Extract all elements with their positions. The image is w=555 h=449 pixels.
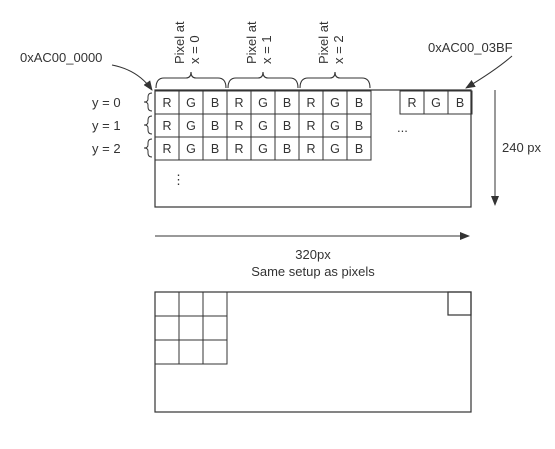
channel-label: B — [211, 96, 219, 110]
pixel-brace — [155, 71, 227, 89]
last-rgb-cell — [447, 90, 473, 115]
channel-label: G — [330, 142, 340, 156]
pixel-label-line2: x = 1 — [259, 35, 274, 64]
pixel-label-line1: Pixel at — [244, 21, 259, 64]
channel-label: R — [234, 142, 243, 156]
channel-label: G — [431, 96, 441, 110]
start-address-arrow — [111, 64, 153, 91]
pixel-label: Pixel atx = 0 — [172, 21, 202, 64]
channel-label: R — [407, 96, 416, 110]
height-label: 240 px — [502, 140, 542, 155]
channel-label: B — [211, 119, 219, 133]
pixel-cell — [202, 315, 228, 341]
rgb-cell — [346, 136, 372, 161]
channel-label: R — [306, 96, 315, 110]
pixel-label: Pixel atx = 2 — [316, 21, 346, 64]
row-braces — [143, 92, 153, 158]
row-label: y = 1 — [92, 118, 121, 133]
pixel-cell — [202, 291, 228, 317]
row-label: y = 0 — [92, 95, 121, 110]
pixel-label-line2: x = 0 — [187, 35, 202, 64]
row-brace — [143, 115, 153, 135]
channel-label: G — [330, 119, 340, 133]
channel-label: G — [330, 96, 340, 110]
channel-label: B — [283, 96, 291, 110]
channel-label: G — [186, 142, 196, 156]
row-label: y = 2 — [92, 141, 121, 156]
pixel-framebuffer-rect — [154, 291, 472, 413]
channel-label: G — [186, 96, 196, 110]
rgb-cell-grid: R G B R G B R G B R G B R G B R G B R G B R G B R G B — [154, 90, 372, 161]
pixel-cell — [178, 315, 204, 341]
channel-label: B — [355, 119, 363, 133]
channel-label: R — [162, 142, 171, 156]
channel-label: R — [234, 119, 243, 133]
horizontal-ellipsis: ... — [397, 120, 408, 135]
pixel-brace — [299, 71, 371, 89]
row-brace — [143, 92, 153, 112]
channel-label: G — [258, 96, 268, 110]
pixel-label-line1: Pixel at — [172, 21, 187, 64]
pixel-cell — [202, 339, 228, 365]
pixel-cell — [178, 291, 204, 317]
pixel-group-braces — [155, 71, 371, 89]
end-address-arrow — [465, 55, 513, 89]
last-pixel-square — [447, 291, 472, 316]
channel-label: R — [162, 119, 171, 133]
channel-label: B — [355, 96, 363, 110]
row-labels: y = 0 y = 1 y = 2 — [92, 95, 121, 156]
channel-label: B — [211, 142, 219, 156]
setup-note: Same setup as pixels — [251, 264, 375, 279]
pixel-cell — [154, 339, 180, 365]
pixel-brace — [227, 71, 299, 89]
channel-label: B — [283, 119, 291, 133]
start-address-label: 0xAC00_0000 — [20, 50, 102, 65]
pixel-grid — [154, 291, 228, 365]
channel-label: B — [456, 96, 464, 110]
channel-label: R — [306, 119, 315, 133]
channel-label: G — [186, 119, 196, 133]
pixel-cell — [154, 315, 180, 341]
row-brace — [143, 138, 153, 158]
channel-label: R — [234, 96, 243, 110]
pixel-label: Pixel atx = 1 — [244, 21, 274, 64]
channel-label: B — [355, 142, 363, 156]
channel-label: G — [258, 142, 268, 156]
pixel-cell — [154, 291, 180, 317]
channel-label: G — [258, 119, 268, 133]
channel-label: R — [162, 96, 171, 110]
end-address-label: 0xAC00_03BF — [428, 40, 513, 55]
pixel-cell — [178, 339, 204, 365]
pixel-label-line2: x = 2 — [331, 35, 346, 64]
pixel-label-line1: Pixel at — [316, 21, 331, 64]
width-label: 320px — [295, 247, 331, 262]
vertical-ellipsis: ⋮ — [172, 172, 185, 187]
channel-label: R — [306, 142, 315, 156]
channel-label: B — [283, 142, 291, 156]
